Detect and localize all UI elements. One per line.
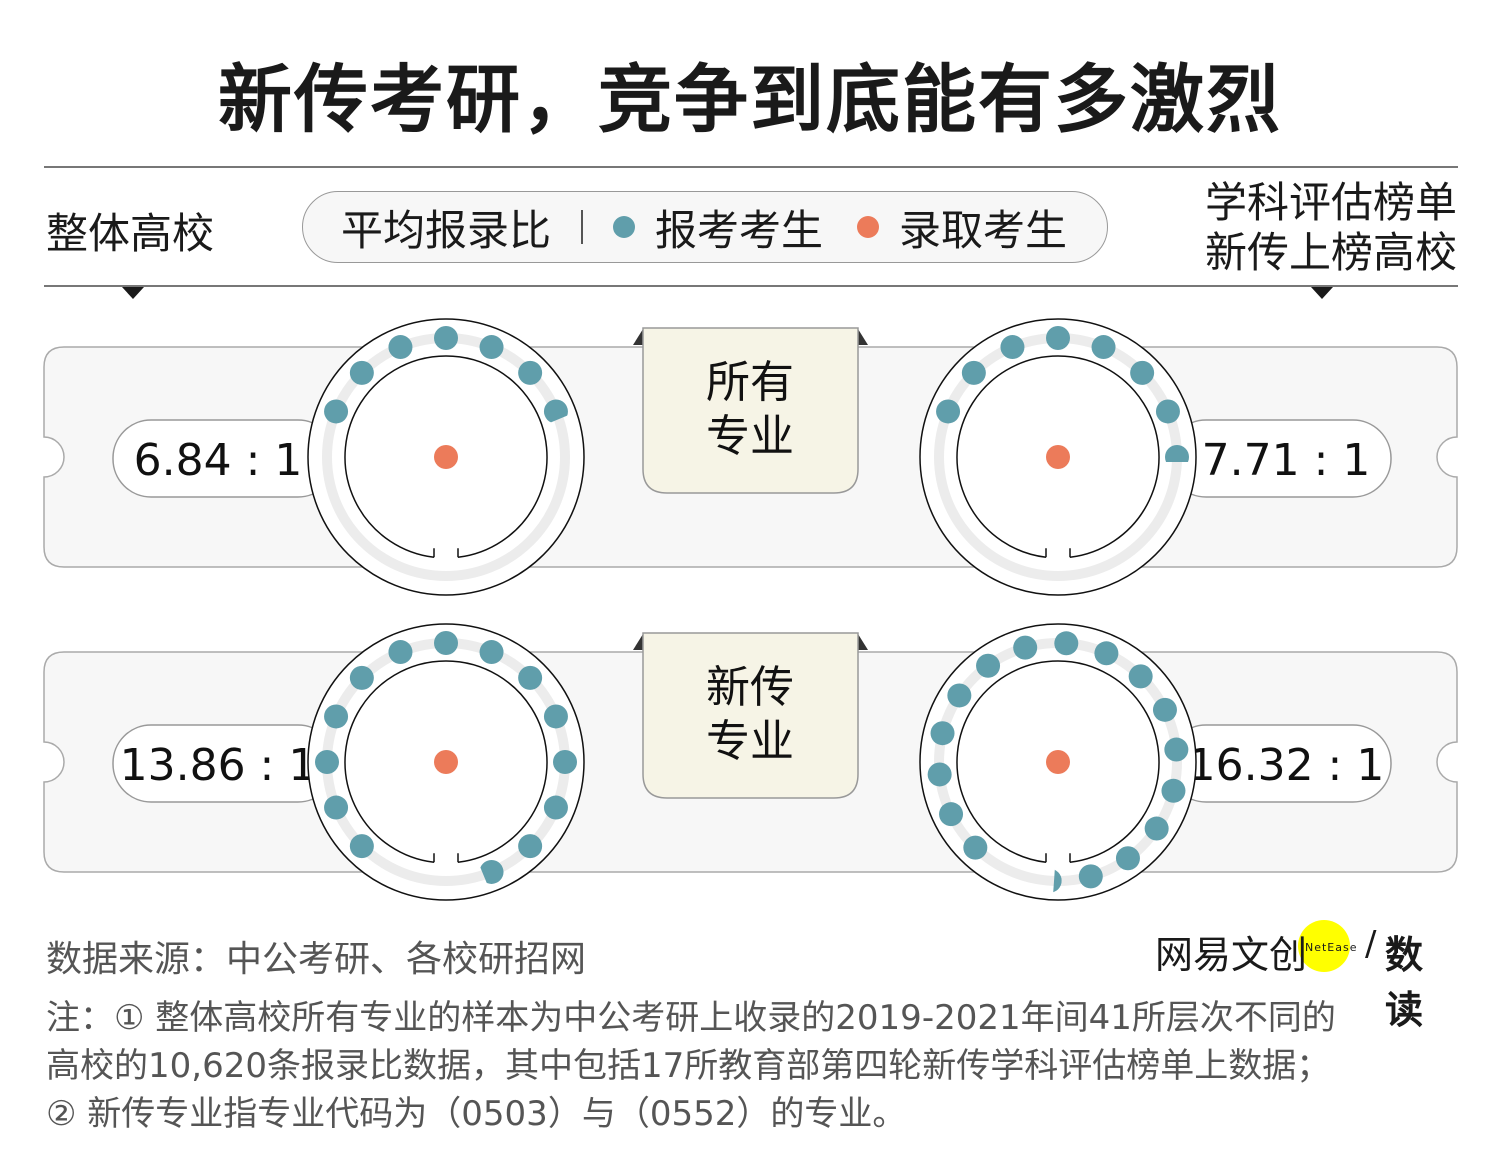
ratio-label: 6.84 : 1 [134, 435, 303, 486]
applicant-dot-partial [543, 399, 568, 424]
applicant-dot [349, 665, 374, 690]
applicant-dot [1046, 326, 1070, 350]
applicant-dot [947, 683, 972, 708]
applicant-dot [1094, 641, 1119, 666]
page-title: 新传考研，竞争到底能有多激烈 [218, 57, 1282, 143]
inner-ring [956, 355, 1160, 559]
category-tag [642, 327, 859, 494]
logo: 网易文创 NetEase / 数读 [1155, 920, 1460, 1032]
ranked-schools-label: 学科评估榜单 新传上榜高校 [1185, 178, 1457, 278]
applicant-dot [1130, 360, 1155, 385]
applicant-dot [1152, 697, 1177, 722]
note-line: 高校的10,620条报录比数据，其中包括17所教育部第四轮新传学科评估榜单上数据… [46, 1046, 1331, 1086]
inner-ring [956, 660, 1160, 864]
ratio-label: 16.32 : 1 [1188, 740, 1385, 791]
legend-admitted: 录取考生 [899, 205, 1068, 255]
applicant-dot-partial [479, 859, 504, 884]
admitted-dot-icon [857, 216, 880, 238]
ranked-label-line1: 学科评估榜单 [1204, 178, 1457, 227]
logo-text: 网易文创 [1155, 933, 1308, 977]
applicant-dot [388, 640, 413, 665]
divider [44, 285, 1458, 287]
applicant-dot-partial [1053, 869, 1062, 893]
applicant-dot [1161, 778, 1186, 803]
applicant-dot [543, 704, 568, 729]
applicant-dot [1155, 399, 1180, 424]
applicant-dot [518, 834, 543, 859]
applicant-dot-partial [1165, 445, 1189, 463]
applicant-dot [479, 640, 504, 665]
ratio-label: 13.86 : 1 [120, 740, 317, 791]
applicant-dot [434, 631, 458, 655]
ratio-label: 7.71 : 1 [1202, 435, 1371, 486]
applicant-dot [388, 335, 413, 360]
logo-sub: 数读 [1385, 933, 1424, 1032]
data-source: 数据来源：中公考研、各校研招网 [46, 939, 587, 980]
category-line1: 新传 [706, 662, 794, 713]
applicant-dot [324, 399, 349, 424]
category-line1: 所有 [706, 357, 794, 408]
applicant-dot [961, 360, 986, 385]
applicant-dot [1054, 631, 1079, 656]
applicant-dot [1091, 335, 1116, 360]
applicant-dot [936, 399, 961, 424]
admitted-dot [434, 750, 458, 774]
applicant-dot [1013, 635, 1038, 660]
applicant-dot [553, 750, 577, 774]
admitted-dot [1046, 750, 1070, 774]
note-line: ② 新传专业指专业代码为（0503）与（0552）的专业。 [46, 1094, 907, 1134]
applicant-dot [479, 335, 504, 360]
category-tag [642, 632, 859, 799]
admitted-dot [1046, 445, 1070, 469]
legend-applicants: 报考考生 [655, 205, 824, 255]
logo-slash: / [1365, 924, 1377, 964]
applicant-dot [1000, 335, 1025, 360]
divider [44, 166, 1458, 168]
applicant-dot [976, 653, 1001, 678]
applicant-dot-icon [613, 216, 636, 238]
applicant-dot [324, 795, 349, 820]
legend: 平均报录比 报考考生 录取考生 [302, 191, 1108, 263]
logo-en: NetEase [1305, 941, 1358, 954]
applicant-dot [1115, 846, 1140, 871]
applicant-dot [1078, 864, 1103, 889]
legend-metric: 平均报录比 [341, 205, 552, 255]
applicant-dot [349, 360, 374, 385]
overall-schools-label: 整体高校 [46, 209, 215, 258]
applicant-dot [1144, 816, 1169, 841]
applicant-dot [939, 802, 964, 827]
ranked-label-line2: 新传上榜高校 [1204, 228, 1457, 277]
inner-ring [344, 660, 548, 864]
applicant-dot [963, 835, 988, 860]
note-line: 注：① 整体高校所有专业的样本为中公考研上收录的2019-2021年间41所层次… [46, 998, 1336, 1038]
applicant-dot [930, 721, 955, 746]
applicant-dot [518, 360, 543, 385]
legend-separator [581, 210, 584, 244]
logo-circle [1298, 920, 1350, 972]
applicant-dot [543, 795, 568, 820]
applicant-dot [324, 704, 349, 729]
applicant-dot [434, 326, 458, 350]
applicant-dot [349, 834, 374, 859]
applicant-dot [927, 762, 952, 787]
category-line2: 专业 [706, 716, 794, 767]
inner-ring [344, 355, 548, 559]
applicant-dot [518, 665, 543, 690]
applicant-dot [315, 750, 339, 774]
category-line2: 专业 [706, 411, 794, 462]
admitted-dot [434, 445, 458, 469]
pointer-down-icon [122, 287, 144, 299]
pointer-down-icon [1311, 287, 1333, 299]
applicant-dot [1128, 664, 1153, 689]
applicant-dot [1164, 737, 1189, 762]
